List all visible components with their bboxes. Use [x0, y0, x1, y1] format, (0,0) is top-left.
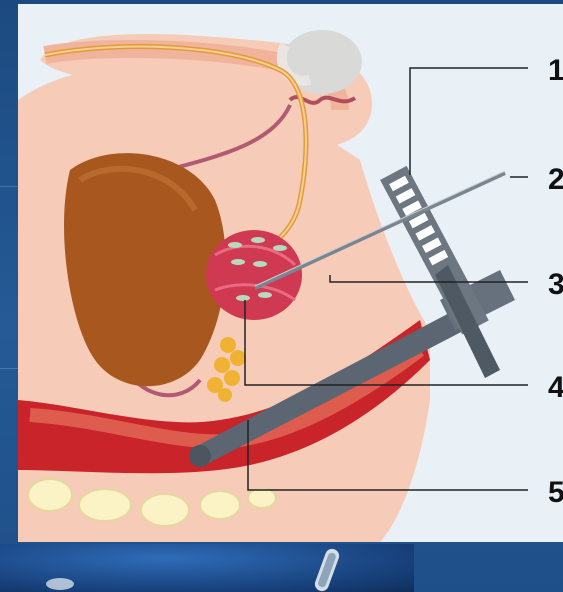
ultrasound-probe-tip	[189, 445, 211, 467]
seed-capsule-1	[46, 578, 74, 590]
callout-label-1: 1	[548, 56, 563, 86]
seed-image-panel	[0, 544, 414, 592]
callout-label-4: 4	[548, 373, 563, 403]
anatomy-svg	[18, 4, 563, 542]
callout-label-3: 3	[548, 270, 563, 300]
callout-label-2: 2	[548, 165, 563, 195]
seed-image-svg	[0, 544, 414, 592]
callout-label-5: 5	[548, 478, 563, 508]
anatomy-illustration: 1 2 3 4 5	[18, 4, 563, 542]
